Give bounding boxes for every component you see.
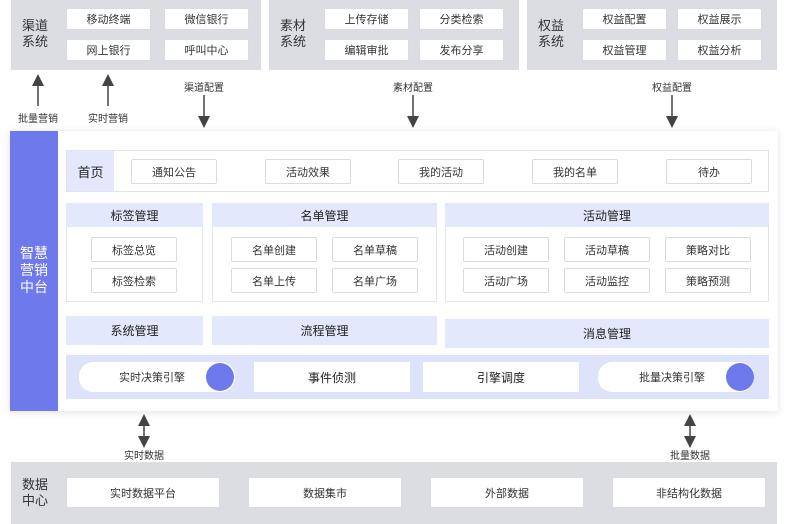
list-item-create[interactable]: 名单创建 [231, 237, 317, 262]
batch-engine-label: 批量决策引擎 [639, 371, 705, 384]
home-item-activity-effect[interactable]: 活动效果 [265, 159, 351, 184]
engine-schedule[interactable]: 引擎调度 [423, 362, 579, 392]
label-batch-data: 批量数据 [670, 451, 710, 462]
activity-item-create[interactable]: 活动创建 [463, 237, 549, 262]
channel-item-callcenter[interactable]: 呼叫中心 [164, 39, 249, 61]
home-item-notice[interactable]: 通知公告 [131, 159, 217, 184]
rights-item-analysis[interactable]: 权益分析 [677, 39, 762, 61]
material-system-title: 素材 系统 [280, 19, 307, 50]
system-mgmt[interactable]: 系统管理 [66, 316, 203, 345]
channel-system-title: 渠道 系统 [22, 19, 49, 50]
rights-item-manage[interactable]: 权益管理 [582, 39, 667, 61]
activity-item-strategy-predict[interactable]: 策略预测 [665, 268, 751, 293]
tag-item-overview[interactable]: 标签总览 [91, 237, 177, 262]
activity-item-draft[interactable]: 活动草稿 [564, 237, 650, 262]
home-item-my-list[interactable]: 我的名单 [532, 159, 618, 184]
channel-item-web[interactable]: 网上银行 [66, 39, 151, 61]
activity-mgmt-title: 活动管理 [445, 203, 769, 227]
platform-label-line3: 中台 [20, 279, 48, 296]
platform-label-line2: 营销 [20, 262, 48, 279]
tag-mgmt-title: 标签管理 [66, 203, 203, 227]
realtime-engine-label: 实时决策引擎 [119, 371, 185, 384]
material-item-search[interactable]: 分类检索 [419, 8, 504, 30]
label-channel-config: 渠道配置 [184, 83, 224, 94]
label-rights-config: 权益配置 [652, 83, 692, 94]
platform-label-line1: 智慧 [20, 245, 48, 262]
data-center-panel: 数据 中心 实时数据平台 数据集市 外部数据 非结构化数据 [11, 462, 777, 524]
data-center-title: 数据 中心 [22, 478, 49, 509]
channel-item-wechat[interactable]: 微信银行 [164, 8, 249, 30]
batch-engine-toggle-icon[interactable] [726, 363, 754, 391]
event-detect[interactable]: 事件侦测 [254, 362, 410, 392]
list-item-square[interactable]: 名单广场 [332, 268, 418, 293]
label-batch-marketing: 批量营销 [18, 114, 58, 125]
home-label-cell: 首页 [67, 151, 114, 191]
home-item-todo[interactable]: 待办 [666, 159, 752, 184]
activity-item-square[interactable]: 活动广场 [463, 268, 549, 293]
material-item-edit[interactable]: 编辑审批 [324, 39, 409, 61]
home-label: 首页 [77, 165, 104, 181]
list-item-draft[interactable]: 名单草稿 [332, 237, 418, 262]
rights-system-panel: 权益 系统 权益配置 权益展示 权益管理 权益分析 [527, 0, 777, 70]
label-realtime-marketing: 实时营销 [88, 114, 128, 125]
platform-sidebar: 智慧 营销 中台 [10, 131, 58, 411]
data-item-unstructured[interactable]: 非结构化数据 [612, 477, 766, 508]
material-item-upload[interactable]: 上传存储 [324, 8, 409, 30]
data-item-external[interactable]: 外部数据 [430, 477, 584, 508]
activity-item-strategy-compare[interactable]: 策略对比 [665, 237, 751, 262]
material-item-publish[interactable]: 发布分享 [419, 39, 504, 61]
list-item-upload[interactable]: 名单上传 [231, 268, 317, 293]
data-item-realtime-platform[interactable]: 实时数据平台 [66, 477, 220, 508]
activity-item-monitor[interactable]: 活动监控 [564, 268, 650, 293]
channel-system-panel: 渠道 系统 移动终端 微信银行 网上银行 呼叫中心 [11, 0, 261, 70]
home-item-my-activity[interactable]: 我的活动 [398, 159, 484, 184]
rights-system-title: 权益 系统 [538, 19, 565, 50]
channel-item-mobile[interactable]: 移动终端 [66, 8, 151, 30]
process-mgmt[interactable]: 流程管理 [212, 316, 437, 345]
rights-item-display[interactable]: 权益展示 [677, 8, 762, 30]
tag-item-search[interactable]: 标签检索 [91, 268, 177, 293]
realtime-engine-toggle-icon[interactable] [206, 363, 234, 391]
list-mgmt-title: 名单管理 [212, 203, 437, 227]
material-system-panel: 素材 系统 上传存储 分类检索 编辑审批 发布分享 [269, 0, 519, 70]
label-material-config: 素材配置 [393, 83, 433, 94]
rights-item-config[interactable]: 权益配置 [582, 8, 667, 30]
data-item-datamart[interactable]: 数据集市 [248, 477, 402, 508]
label-realtime-data: 实时数据 [124, 451, 164, 462]
message-mgmt[interactable]: 消息管理 [445, 319, 769, 348]
